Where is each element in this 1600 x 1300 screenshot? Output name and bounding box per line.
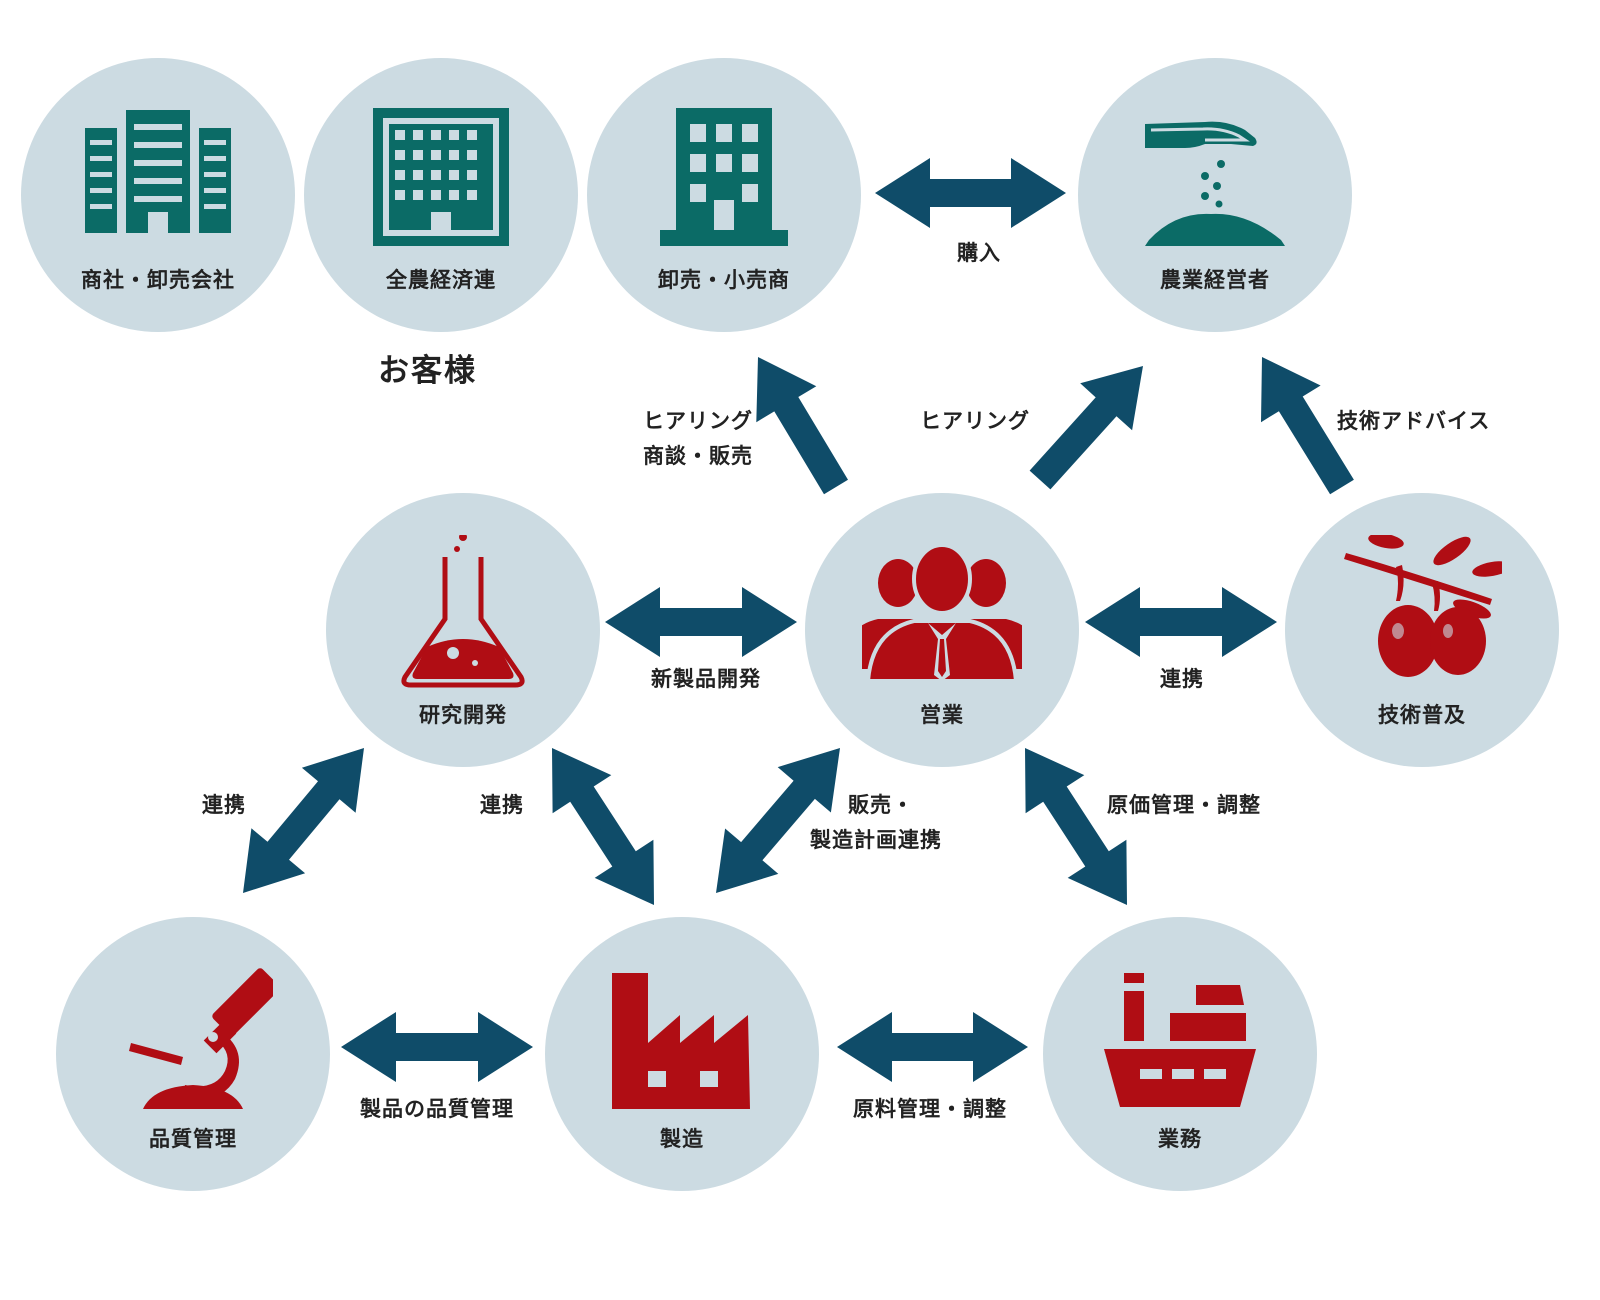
olive-branch-icon	[1344, 535, 1502, 677]
tower-building-icon	[660, 108, 788, 246]
arrow-sales-to-retail	[756, 357, 848, 495]
node-trading-company: 商社・卸売会社	[21, 58, 295, 332]
node-rnd: 研究開発	[326, 493, 600, 767]
node-label: 技術普及	[1378, 703, 1466, 727]
edge-label-material-mgmt: 原料管理・調整	[853, 1097, 1007, 1121]
node-extension: 技術普及	[1285, 493, 1559, 767]
edge-label-product-qc: 製品の品質管理	[360, 1097, 514, 1121]
node-label: 商社・卸売会社	[81, 268, 235, 292]
arrow-qc-mfg	[341, 1012, 533, 1082]
node-label: 全農経済連	[386, 268, 496, 292]
node-qc: 品質管理	[56, 917, 330, 1191]
node-label: 製造	[660, 1127, 704, 1151]
arrow-extension-to-farmer	[1261, 357, 1354, 495]
node-label: 卸売・小売商	[658, 268, 790, 292]
edge-label-hearing-sales-1: ヒアリング	[643, 409, 753, 433]
edge-label-hearing: ヒアリング	[920, 409, 1030, 433]
node-zennoh: 全農経済連	[304, 58, 578, 332]
hand-sowing-icon	[1145, 121, 1285, 246]
node-label: 営業	[920, 703, 964, 727]
arrow-rnd-qc	[243, 748, 364, 893]
node-label: 業務	[1158, 1127, 1202, 1151]
node-sales: 営業	[805, 493, 1079, 767]
node-retail: 卸売・小売商	[587, 58, 861, 332]
edge-label-purchase: 購入	[957, 241, 1001, 265]
edge-label-sales-plan-2: 製造計画連携	[810, 828, 942, 852]
node-label: 研究開発	[419, 703, 507, 727]
customers-group-label: お客様	[378, 353, 477, 389]
arrow-rnd-mfg	[552, 748, 654, 905]
people-group-icon	[862, 543, 1022, 683]
arrow-rnd-sales	[605, 587, 797, 657]
node-manufacturing: 製造	[545, 917, 819, 1191]
microscope-icon	[129, 968, 273, 1109]
edge-label-sales-plan-1: 販売・	[848, 793, 914, 817]
office-buildings-icon	[85, 110, 231, 233]
factory-icon	[612, 973, 750, 1109]
node-label: 農業経営者	[1160, 268, 1270, 292]
edge-label-collab-mfg: 連携	[480, 793, 524, 817]
edge-label-new-product: 新製品開発	[651, 667, 761, 691]
arrow-purchase	[875, 158, 1066, 228]
ship-icon	[1104, 973, 1256, 1107]
edge-label-collab-extension: 連携	[1160, 667, 1204, 691]
arrow-sales-mfg	[716, 748, 840, 893]
edge-label-collab-qc: 連携	[202, 793, 246, 817]
edge-label-tech-advice: 技術アドバイス	[1337, 409, 1491, 433]
arrow-sales-ops	[1025, 748, 1127, 905]
arrow-mfg-ops	[837, 1012, 1028, 1082]
arrow-sales-to-farmer	[1029, 366, 1143, 490]
arrow-sales-extension	[1085, 587, 1277, 657]
edge-label-cost-mgmt: 原価管理・調整	[1107, 793, 1261, 817]
node-label: 品質管理	[149, 1127, 237, 1151]
edge-label-hearing-sales-2: 商談・販売	[643, 444, 753, 468]
office-building-icon	[373, 108, 509, 246]
flask-icon	[401, 535, 525, 688]
node-operations: 業務	[1043, 917, 1317, 1191]
node-farmer: 農業経営者	[1078, 58, 1352, 332]
